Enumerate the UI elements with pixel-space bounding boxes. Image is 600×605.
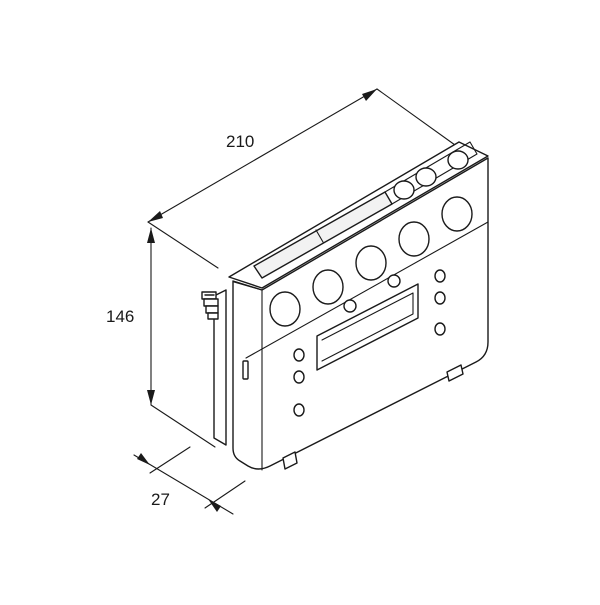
dimension-depth: 27 xyxy=(133,446,246,515)
top-cover-seam xyxy=(315,229,324,243)
dimension-width-arrow-start xyxy=(148,211,163,222)
dimension-depth-extension-right xyxy=(204,480,246,509)
panel-split-line xyxy=(245,221,489,359)
foot-left xyxy=(282,451,298,470)
left-hole-3 xyxy=(293,403,305,417)
top-terminal-hole-3 xyxy=(447,150,469,170)
latch-tab xyxy=(242,360,249,380)
connector-ring-3 xyxy=(205,305,219,314)
connector-ring-2 xyxy=(203,298,219,307)
right-hole-3 xyxy=(434,322,446,336)
top-terminal-hole-2 xyxy=(415,167,437,187)
left-hole-2 xyxy=(293,370,305,384)
top-terminal-hole-1 xyxy=(393,180,415,200)
front-hole-5 xyxy=(441,196,473,232)
display-window xyxy=(316,283,419,371)
side-plate xyxy=(213,289,227,446)
right-hole-1 xyxy=(434,269,446,283)
dimension-depth-arrow-right xyxy=(208,499,221,512)
front-hole-3 xyxy=(355,245,387,281)
dimension-depth-arrow-left xyxy=(137,453,150,465)
display-window-inner xyxy=(321,292,414,362)
foot-right xyxy=(446,364,464,382)
dimension-height-arrow-bottom xyxy=(147,390,155,405)
rear-connector xyxy=(201,291,219,320)
dimension-height-arrow-top xyxy=(147,228,155,243)
top-cover-edge xyxy=(233,281,263,291)
dimension-width-arrow-end xyxy=(362,89,377,101)
dimension-width-extension-left xyxy=(147,221,219,269)
front-hole-2 xyxy=(312,269,344,305)
front-hole-1 xyxy=(269,291,301,327)
dimension-width-line xyxy=(147,88,378,223)
dimension-height-label: 146 xyxy=(106,307,134,326)
left-hole-1 xyxy=(293,348,305,362)
connector-ring-4 xyxy=(207,312,219,320)
screw-hole-display-left xyxy=(343,299,357,313)
enclosure-body xyxy=(213,141,489,471)
screw-hole-display-right xyxy=(387,274,401,288)
dimension-depth-label: 27 xyxy=(151,490,170,509)
dimension-width-extension-right xyxy=(376,88,456,146)
dimension-width-label: 210 xyxy=(226,132,254,151)
dimension-width: 210 xyxy=(147,88,456,269)
dimension-height: 146 xyxy=(106,227,216,448)
right-hole-2 xyxy=(434,291,446,305)
dimension-depth-extension-left xyxy=(149,446,191,474)
front-hole-4 xyxy=(398,221,430,257)
dimension-height-extension-bottom xyxy=(150,404,216,448)
